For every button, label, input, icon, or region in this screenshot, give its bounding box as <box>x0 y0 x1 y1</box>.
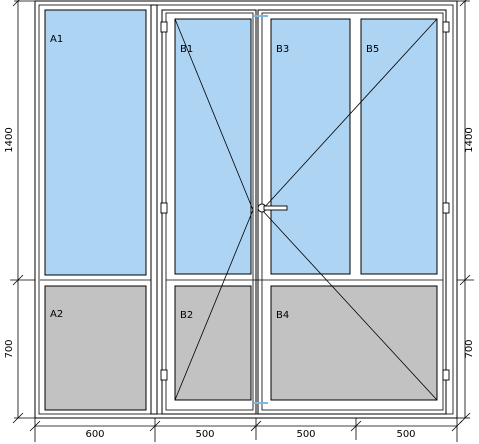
left-dimension-top: 1400 <box>4 127 15 152</box>
pane-b1 <box>174 18 252 275</box>
pane-label-b4: B4 <box>276 310 289 321</box>
right-dimension-bottom: 700 <box>464 339 475 358</box>
hinge-icon <box>160 21 168 33</box>
left-vertical-dimension <box>10 0 35 424</box>
hinge-icon <box>442 21 450 33</box>
bottom-dimension-1: 600 <box>85 429 104 440</box>
pane-b4 <box>270 285 438 401</box>
pane-a1 <box>44 9 147 276</box>
pane-b3 <box>270 18 351 275</box>
pane-label-b5: B5 <box>366 44 379 55</box>
hinge-icon <box>160 202 168 214</box>
bottom-dimension-2: 500 <box>195 429 214 440</box>
pane-a2 <box>44 285 147 411</box>
door-handle-icon <box>257 203 288 213</box>
left-sash-opening-line-top <box>174 18 254 211</box>
pane-label-b2: B2 <box>180 310 193 321</box>
pane-label-b1: B1 <box>180 44 193 55</box>
main-mullion <box>150 4 158 415</box>
pane-b5 <box>360 18 438 275</box>
right-dimension-top: 1400 <box>464 127 475 152</box>
hinge-icon <box>442 369 450 381</box>
pane-label-a2: A2 <box>50 309 63 320</box>
hinge-icon <box>442 202 450 214</box>
bottom-dimension-4: 500 <box>396 429 415 440</box>
pane-b2 <box>174 285 252 401</box>
right-sash-opening-line-top <box>261 18 438 211</box>
left-dimension-bottom: 700 <box>4 339 15 358</box>
right-sash-opening-line-bottom <box>261 209 438 401</box>
pane-label-b3: B3 <box>276 44 289 55</box>
hinge-icon <box>160 369 168 381</box>
bottom-dimension-3: 500 <box>296 429 315 440</box>
right-vertical-dimension <box>457 0 474 424</box>
bottom-horizontal-dimension <box>29 418 463 442</box>
pane-label-a1: A1 <box>50 34 63 45</box>
left-sash-opening-line-bottom <box>174 209 254 401</box>
